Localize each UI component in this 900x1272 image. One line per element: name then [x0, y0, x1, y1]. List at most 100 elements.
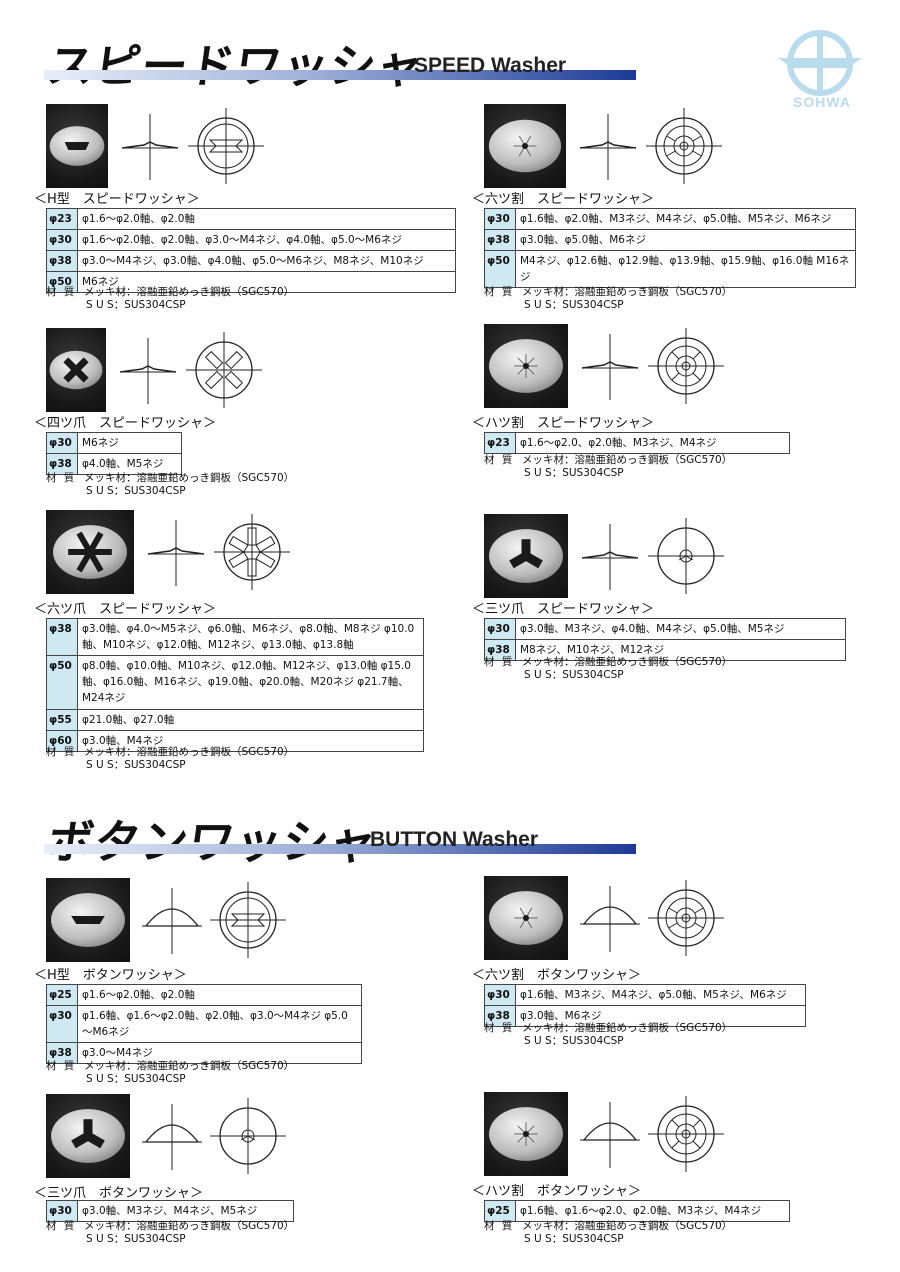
- product-title: ＜三ツ爪 ボタンワッシャ＞: [34, 1186, 204, 1201]
- spec-cell: φ1.6～φ2.0軸、φ2.0軸: [77, 984, 362, 1006]
- material-note: 材 質メッキ材：溶融亜鉛めっき鋼板（SGC570）S U S：SUS304CSP: [46, 746, 294, 772]
- plan-view-drawing: [210, 1098, 286, 1178]
- size-cell: φ30: [46, 1005, 78, 1043]
- sohwa-logo: SOHWA: [768, 28, 872, 116]
- spec-cell: φ3.0軸、M6ネジ: [515, 1005, 806, 1027]
- material-plated: メッキ材：溶融亜鉛めっき鋼板（SGC570）: [84, 472, 295, 484]
- spec-cell: M4ネジ、φ12.6軸、φ12.9軸、φ13.9軸、φ15.9軸、φ16.0軸 …: [515, 250, 856, 288]
- size-cell: φ30: [46, 432, 78, 454]
- size-cell: φ50: [484, 250, 516, 288]
- material-plated: メッキ材：溶融亜鉛めっき鋼板（SGC570）: [84, 746, 295, 758]
- material-note: 材 質メッキ材：溶融亜鉛めっき鋼板（SGC570）S U S：SUS304CSP: [46, 1060, 294, 1086]
- side-profile-drawing: [580, 332, 640, 406]
- size-cell: φ30: [484, 208, 516, 230]
- plan-view-drawing: [646, 108, 722, 188]
- size-cell: φ38: [484, 1005, 516, 1027]
- side-profile-drawing: [580, 1100, 640, 1174]
- product-title: ＜ハツ割 ボタンワッシャ＞: [472, 1184, 642, 1199]
- size-cell: φ30: [46, 1200, 78, 1222]
- button-title-jp: ボタンワッシャ: [43, 815, 381, 869]
- material-sus: S U S：SUS304CSP: [524, 669, 624, 681]
- material-plated: メッキ材：溶融亜鉛めっき鋼板（SGC570）: [522, 286, 733, 298]
- product-title: ＜四ツ爪 スピードワッシャ＞: [34, 416, 217, 431]
- material-label: 材 質: [46, 746, 77, 758]
- material-note: 材 質メッキ材：溶融亜鉛めっき鋼板（SGC570）S U S：SUS304CSP: [484, 1022, 732, 1048]
- material-sus: S U S：SUS304CSP: [524, 1035, 624, 1047]
- material-sus: S U S：SUS304CSP: [86, 759, 186, 771]
- material-plated: メッキ材：溶融亜鉛めっき鋼板（SGC570）: [522, 454, 733, 466]
- spec-cell: M6ネジ: [77, 432, 182, 454]
- side-profile-drawing: [580, 884, 640, 958]
- material-sus: S U S：SUS304CSP: [86, 299, 186, 311]
- size-cell: φ38: [484, 639, 516, 661]
- size-cell: φ30: [484, 984, 516, 1006]
- material-sus: S U S：SUS304CSP: [86, 485, 186, 497]
- size-cell: φ25: [484, 1200, 516, 1222]
- spec-cell: φ1.6～φ2.0、φ2.0軸、M3ネジ、M4ネジ: [515, 432, 790, 454]
- material-label: 材 質: [46, 472, 77, 484]
- spec-cell: M6ネジ: [77, 271, 456, 293]
- size-cell: φ38: [484, 229, 516, 251]
- material-sus: S U S：SUS304CSP: [524, 467, 624, 479]
- h-type-button-washer-photo: [46, 878, 130, 962]
- six-split-button-washer-photo: [484, 876, 568, 960]
- h-type-washer-photo: [46, 104, 108, 188]
- spec-cell: φ3.0軸、φ4.0～M5ネジ、φ6.0軸、M6ネジ、φ8.0軸、M8ネジ φ1…: [77, 618, 424, 656]
- spec-cell: φ8.0軸、φ10.0軸、M10ネジ、φ12.0軸、M12ネジ、φ13.0軸 φ…: [77, 655, 424, 710]
- size-cell: φ38: [46, 1042, 78, 1064]
- plan-view-drawing: [210, 882, 286, 962]
- spec-cell: φ3.0軸、M3ネジ、φ4.0軸、M4ネジ、φ5.0軸、M5ネジ: [515, 618, 846, 640]
- side-profile-drawing: [578, 112, 638, 186]
- size-cell: φ30: [46, 229, 78, 251]
- spec-cell: φ1.6軸、φ1.6～φ2.0軸、φ2.0軸、φ3.0～M4ネジ φ5.0～M6…: [77, 1005, 362, 1043]
- six-split-washer-photo: [484, 104, 566, 188]
- size-cell: φ30: [484, 618, 516, 640]
- material-note: 材 質メッキ材：溶融亜鉛めっき鋼板（SGC570）S U S：SUS304CSP: [46, 286, 294, 312]
- material-plated: メッキ材：溶融亜鉛めっき鋼板（SGC570）: [522, 1220, 733, 1232]
- product-title: ＜H型 スピードワッシャ＞: [34, 192, 200, 207]
- spec-cell: φ3.0軸、M4ネジ: [77, 730, 424, 752]
- size-cell: φ38: [46, 618, 78, 656]
- spec-cell: φ1.6～φ2.0軸、φ2.0軸: [77, 208, 456, 230]
- three-claw-washer-photo: [484, 514, 568, 598]
- material-plated: メッキ材：溶融亜鉛めっき鋼板（SGC570）: [84, 286, 295, 298]
- material-note: 材 質メッキ材：溶融亜鉛めっき鋼板（SGC570）S U S：SUS304CSP: [484, 1220, 732, 1246]
- material-label: 材 質: [46, 286, 77, 298]
- spec-cell: φ3.0～M4ネジ: [77, 1042, 362, 1064]
- product-title: ＜六ツ割 ボタンワッシャ＞: [472, 968, 642, 983]
- material-label: 材 質: [484, 454, 515, 466]
- eight-split-washer-photo: [484, 324, 568, 408]
- material-sus: S U S：SUS304CSP: [524, 299, 624, 311]
- size-cell: φ55: [46, 709, 78, 731]
- material-plated: メッキ材：溶融亜鉛めっき鋼板（SGC570）: [522, 1022, 733, 1034]
- size-cell: φ23: [46, 208, 78, 230]
- heading-bar: [44, 70, 636, 80]
- size-cell: φ25: [46, 984, 78, 1006]
- material-label: 材 質: [46, 1220, 77, 1232]
- speed-title-en: SPEED Washer: [414, 54, 567, 77]
- four-claw-washer-photo: [46, 328, 106, 412]
- material-label: 材 質: [484, 1022, 515, 1034]
- size-cell: φ60: [46, 730, 78, 752]
- plan-view-drawing: [648, 518, 724, 598]
- size-cell: φ50: [46, 271, 78, 293]
- size-cell: φ38: [46, 250, 78, 272]
